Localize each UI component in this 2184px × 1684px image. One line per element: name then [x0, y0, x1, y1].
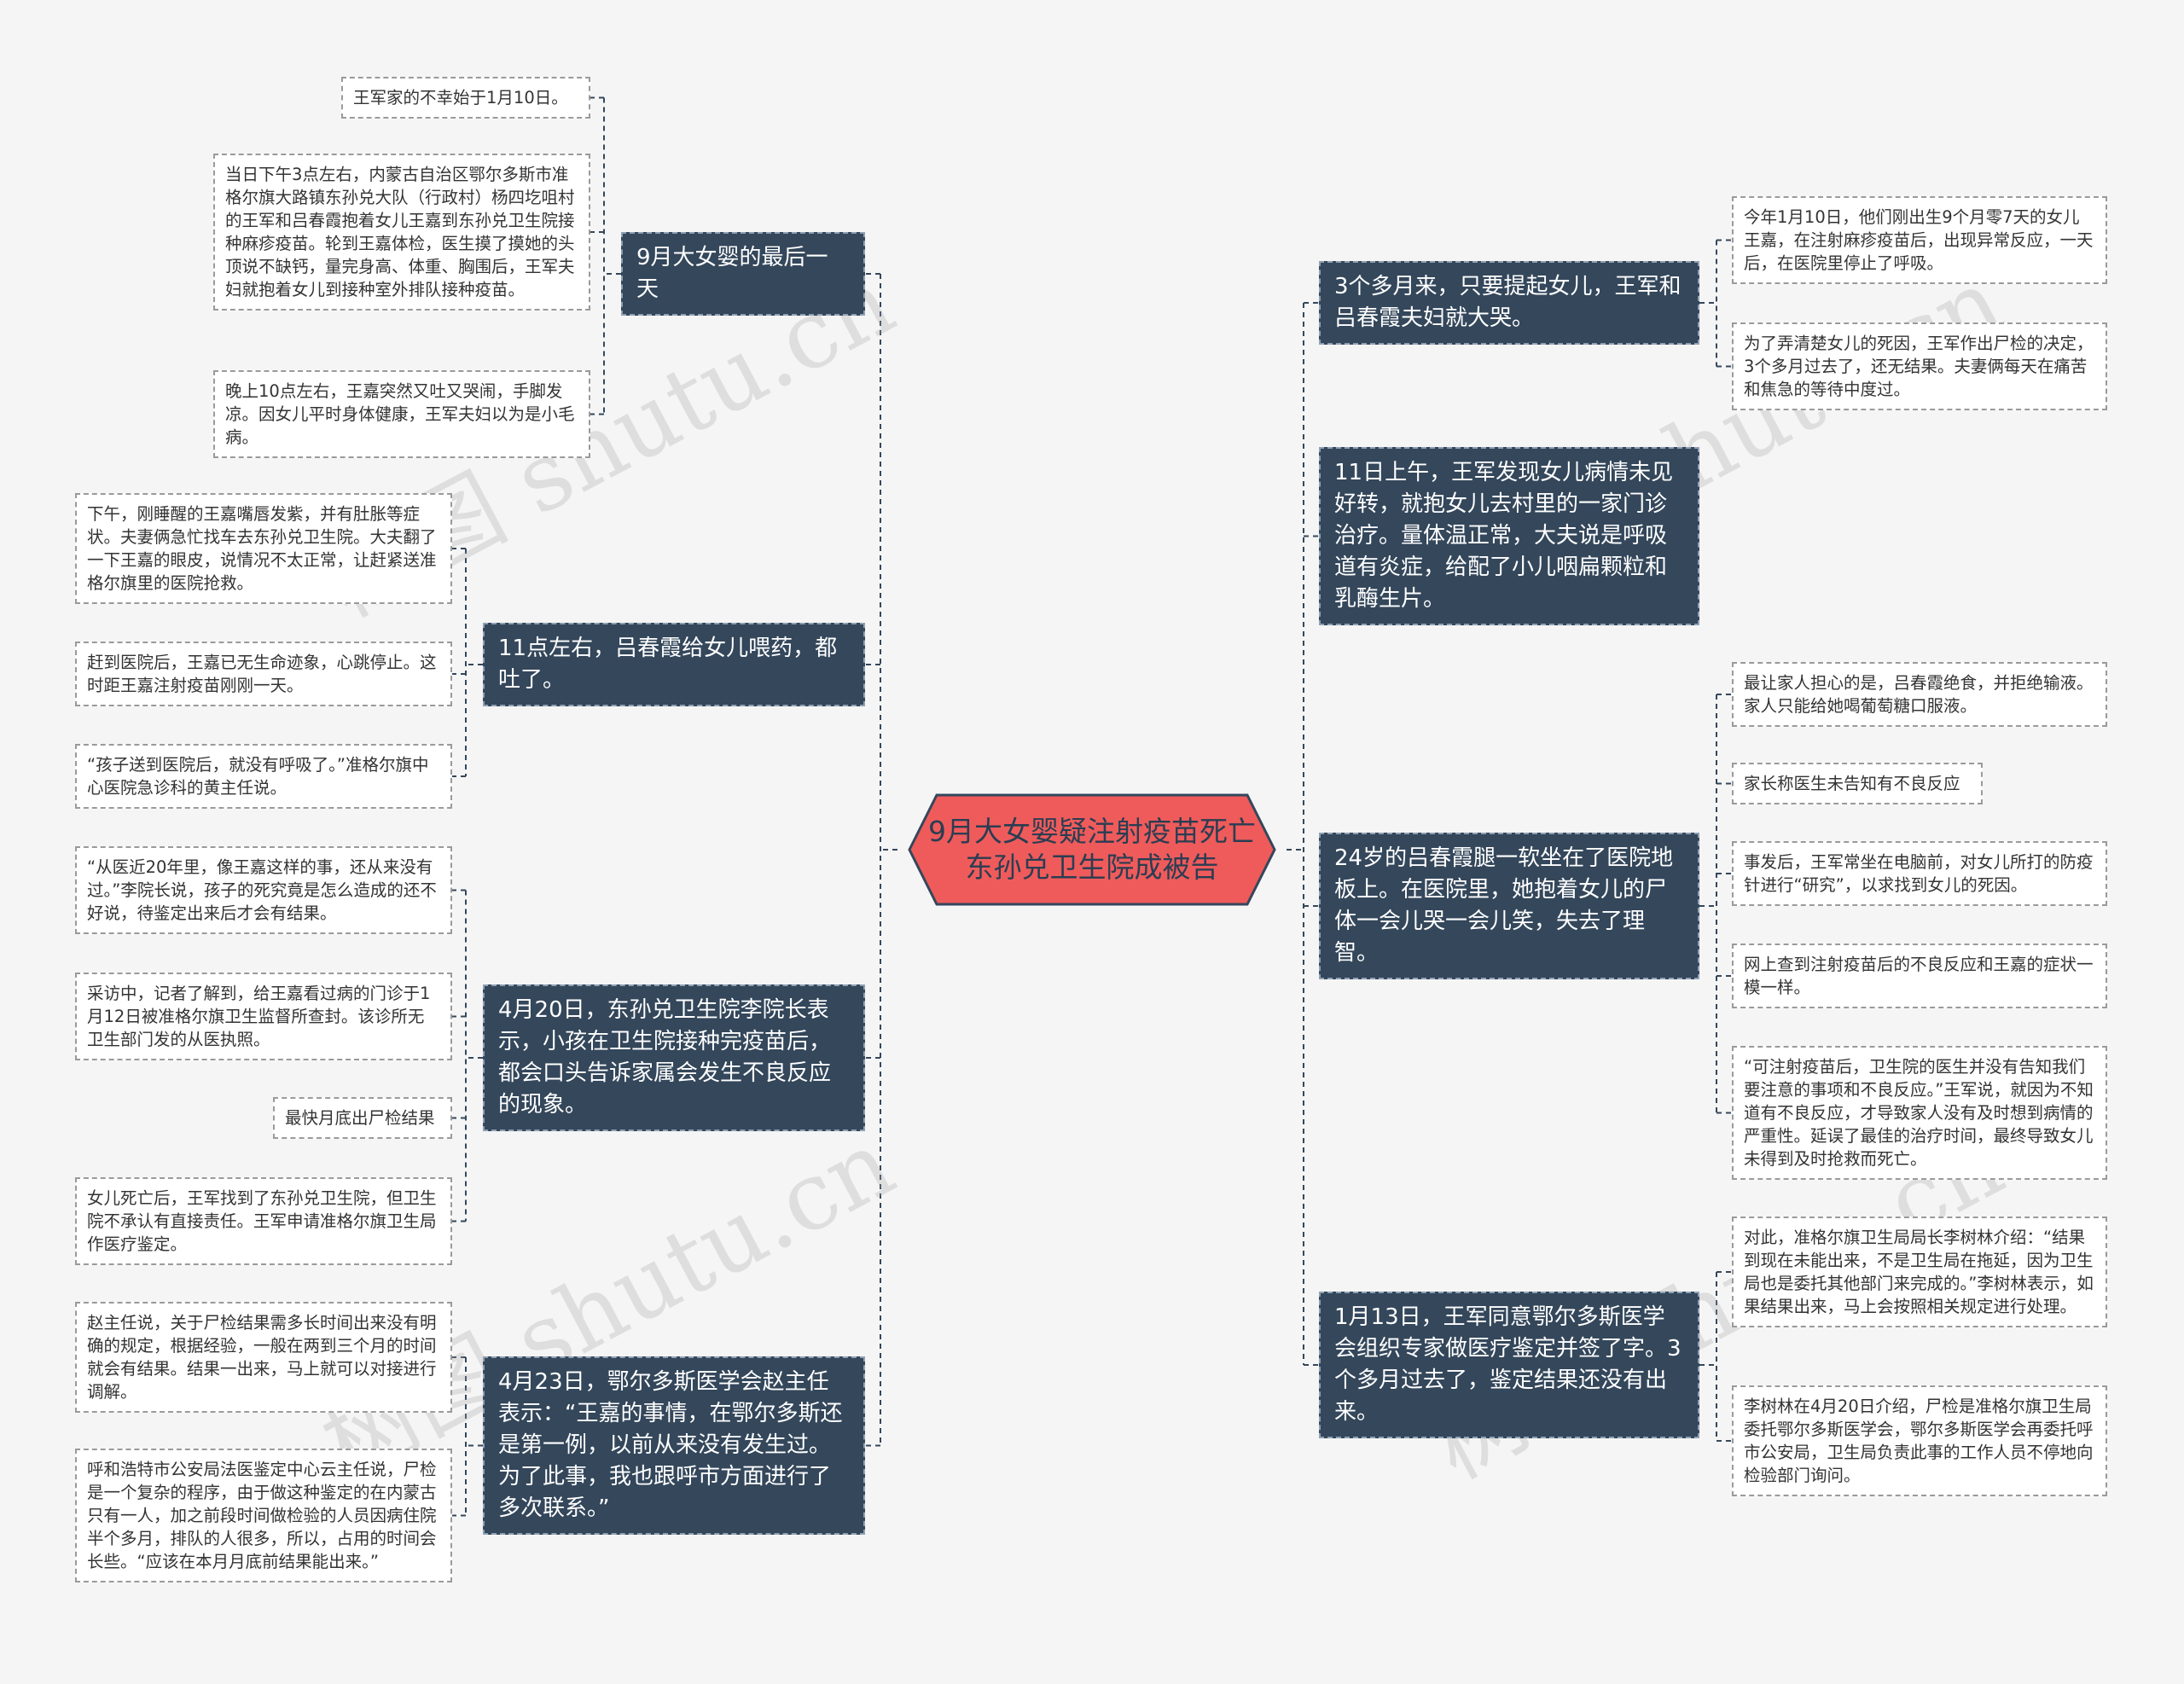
leaf-node[interactable]: 事发后，王军常坐在电脑前，对女儿所打的防疫针进行“研究”，以求找到女儿的死因。 — [1732, 841, 2107, 906]
leaf-node[interactable]: 王军家的不幸始于1月10日。 — [341, 77, 590, 119]
leaf-node[interactable]: 赵主任说，关于尸检结果需多长时间出来没有明确的规定，根据经验，一般在两到三个月的… — [75, 1302, 452, 1413]
root-shape — [908, 793, 1276, 906]
leaf-node[interactable]: 对此，准格尔旗卫生局局长李树林介绍：“结果到现在未能出来，不是卫生局在拖延，因为… — [1732, 1217, 2107, 1327]
leaf-node[interactable]: 今年1月10日，他们刚出生9个月零7天的女儿王嘉，在注射麻疹疫苗后，出现异常反应… — [1732, 196, 2107, 284]
root-title: 9月大女婴疑注射疫苗死亡东孙兑卫生院成被告 — [928, 815, 1256, 884]
leaf-node[interactable]: 最让家人担心的是，吕春霞绝食，并拒绝输液。家人只能给她喝葡萄糖口服液。 — [1732, 662, 2107, 727]
branch-apr20[interactable]: 4月20日，东孙兑卫生院李院长表示，小孩在卫生院接种完疫苗后，都会口头告诉家属会… — [483, 984, 865, 1131]
leaf-node[interactable]: “孩子送到医院后，就没有呼吸了。”准格尔旗中心医院急诊科的黄主任说。 — [75, 744, 452, 809]
branch-apr23[interactable]: 4月23日，鄂尔多斯医学会赵主任表示：“王嘉的事情，在鄂尔多斯还是第一例，以前从… — [483, 1356, 865, 1535]
root-topic[interactable]: 9月大女婴疑注射疫苗死亡东孙兑卫生院成被告 — [897, 793, 1287, 906]
leaf-node[interactable]: “从医近20年里，像王嘉这样的事，还从来没有过。”李院长说，孩子的死究竟是怎么造… — [75, 846, 452, 934]
leaf-node[interactable]: 李树林在4月20日介绍，尸检是准格尔旗卫生局委托鄂尔多斯医学会，鄂尔多斯医学会再… — [1732, 1385, 2107, 1496]
branch-vomit[interactable]: 11点左右，吕春霞给女儿喂药，都吐了。 — [483, 623, 865, 706]
leaf-node[interactable]: 赶到医院后，王嘉已无生命迹象，心跳停止。这时距王嘉注射疫苗刚刚一天。 — [75, 642, 452, 706]
leaf-node[interactable]: 女儿死亡后，王军找到了东孙兑卫生院，但卫生院不承认有直接责任。王军申请准格尔旗卫… — [75, 1177, 452, 1265]
leaf-node[interactable]: 采访中，记者了解到，给王嘉看过病的门诊于1月12日被准格尔旗卫生监督所查封。该诊… — [75, 973, 452, 1060]
branch-11th[interactable]: 11日上午，王军发现女儿病情未见好转，就抱女儿去村里的一家门诊治疗。量体温正常，… — [1319, 447, 1699, 625]
branch-last-day[interactable]: 9月大女婴的最后一天 — [621, 232, 865, 316]
leaf-node[interactable]: 下午，刚睡醒的王嘉嘴唇发紫，并有肚胀等症状。夫妻俩急忙找车去东孙兑卫生院。大夫翻… — [75, 493, 452, 604]
leaf-node[interactable]: “可注射疫苗后，卫生院的医生并没有告知我们要注意的事项和不良反应。”王军说，就因… — [1732, 1046, 2107, 1180]
leaf-node[interactable]: 晚上10点左右，王嘉突然又吐又哭闹，手脚发凉。因女儿平时身体健康，王军夫妇以为是… — [213, 370, 590, 458]
leaf-node[interactable]: 网上查到注射疫苗后的不良反应和王嘉的症状一模一样。 — [1732, 944, 2107, 1008]
leaf-node[interactable]: 呼和浩特市公安局法医鉴定中心云主任说，尸检是一个复杂的程序，由于做这种鉴定的在内… — [75, 1449, 452, 1582]
leaf-node[interactable]: 家长称医生未告知有不良反应 — [1732, 763, 1983, 804]
leaf-node[interactable]: 最快月底出尸检结果 — [273, 1097, 452, 1139]
branch-cry[interactable]: 3个多月来，只要提起女儿，王军和吕春霞夫妇就大哭。 — [1319, 261, 1699, 345]
branch-jan13[interactable]: 1月13日，王军同意鄂尔多斯医学会组织专家做医疗鉴定并签了字。3个多月过去了，鉴… — [1319, 1292, 1699, 1438]
leaf-node[interactable]: 当日下午3点左右，内蒙古自治区鄂尔多斯市准格尔旗大路镇东孙兑大队（行政村）杨四圪… — [213, 154, 590, 311]
leaf-node[interactable]: 为了弄清楚女儿的死因，王军作出尸检的决定，3个多月过去了，还无结果。夫妻俩每天在… — [1732, 322, 2107, 410]
branch-mother[interactable]: 24岁的吕春霞腿一软坐在了医院地板上。在医院里，她抱着女儿的尸体一会儿哭一会儿笑… — [1319, 833, 1699, 979]
